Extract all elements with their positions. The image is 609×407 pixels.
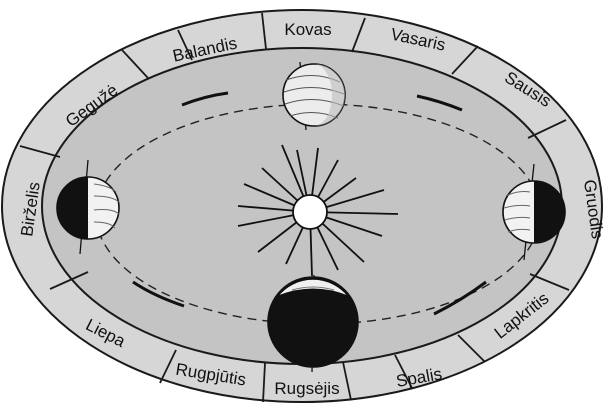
month-label-rugsejis: Rugsėjis [274,379,339,398]
month-label-kovas: Kovas [284,20,331,39]
